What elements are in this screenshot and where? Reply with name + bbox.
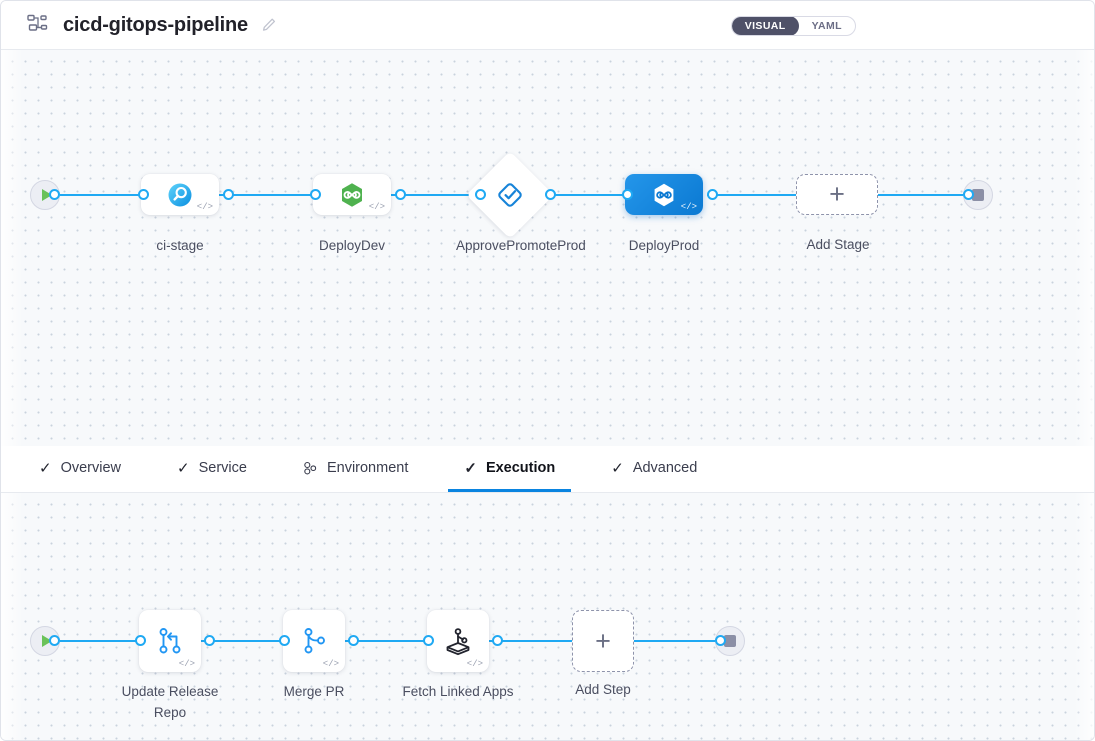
- code-badge: </>: [178, 659, 195, 669]
- connector-deployprod-out[interactable]: [707, 189, 718, 200]
- code-badge: </>: [466, 659, 483, 669]
- connector-approve-in[interactable]: [475, 189, 486, 200]
- git-merge-icon: [153, 624, 187, 658]
- add-step-button[interactable]: +: [572, 610, 634, 672]
- plus-icon: +: [829, 179, 845, 209]
- step-update-release-repo[interactable]: </>: [139, 610, 201, 672]
- page-title: cicd-gitops-pipeline: [63, 13, 248, 36]
- argo-hexagon-icon: [338, 181, 366, 209]
- step-label-update-release-repo: Update Release Repo: [121, 684, 219, 720]
- edge-start-to-update-release-repo: [53, 640, 143, 642]
- step-fetch-linked-apps[interactable]: </>: [427, 610, 489, 672]
- execution-steps-canvas[interactable]: </> Update Release Repo </> Merge PR: [1, 492, 1094, 740]
- view-mode-toggle[interactable]: VISUAL YAML: [730, 16, 856, 36]
- tab-service[interactable]: ✓ Service: [161, 447, 263, 492]
- connector-merge-pr-out[interactable]: [348, 635, 359, 646]
- add-stage-button[interactable]: +: [796, 174, 878, 215]
- edge-update-release-repo-to-merge-pr: [200, 640, 290, 642]
- connector-merge-pr-in[interactable]: [279, 635, 290, 646]
- git-branch-icon: [297, 624, 331, 658]
- tab-execution[interactable]: ✓ Execution: [448, 447, 572, 492]
- connector-ci-in[interactable]: [138, 189, 149, 200]
- tab-label: Overview: [60, 460, 122, 476]
- tab-label: Environment: [326, 460, 409, 476]
- linked-apps-cube-icon: [439, 622, 477, 660]
- step-merge-pr[interactable]: </>: [283, 610, 345, 672]
- stage-approvepromoteprod[interactable]: [466, 151, 554, 239]
- stage-deploydev[interactable]: </>: [313, 174, 391, 215]
- code-badge: </>: [368, 202, 385, 212]
- toggle-visual[interactable]: VISUAL: [731, 17, 799, 35]
- check-icon: ✓: [464, 459, 477, 477]
- plus-icon: +: [595, 625, 611, 656]
- environment-nodes-icon: [303, 461, 318, 476]
- pencil-edit-icon[interactable]: [261, 17, 277, 33]
- edge-ci-to-deploydev: [219, 194, 317, 196]
- stage-config-tabs: ✓ Overview ✓ Service Environment ✓ Execu…: [1, 446, 1094, 492]
- edge-addstep-to-end: [633, 640, 727, 642]
- connector-fetch-linked-apps-out[interactable]: [492, 635, 503, 646]
- connector-update-release-repo-out[interactable]: [204, 635, 215, 646]
- connector-deploydev-in[interactable]: [310, 189, 321, 200]
- play-icon: [41, 635, 52, 647]
- pipeline-nodes-icon: [25, 12, 51, 38]
- connector-deploydev-out[interactable]: [395, 189, 406, 200]
- add-step-label: Add Step: [575, 682, 631, 697]
- edge-fetch-linked-apps-to-addstep: [487, 640, 575, 642]
- ci-build-magnifier-icon: [166, 181, 194, 209]
- check-icon: ✓: [611, 459, 624, 477]
- toggle-yaml[interactable]: YAML: [811, 20, 842, 32]
- check-icon: ✓: [177, 459, 190, 477]
- tab-advanced[interactable]: ✓ Advanced: [595, 447, 713, 492]
- connector-update-release-repo-in[interactable]: [135, 635, 146, 646]
- stage-label-ci-stage: ci-stage: [156, 238, 204, 253]
- connector-deployprod-in[interactable]: [622, 189, 633, 200]
- stop-icon: [724, 635, 736, 647]
- stage-label-deploydev: DeployDev: [318, 238, 386, 253]
- approval-check-diamond-icon: [479, 164, 541, 226]
- code-badge: </>: [680, 202, 697, 212]
- stage-ci-stage[interactable]: </>: [141, 174, 219, 215]
- connector-approve-out[interactable]: [545, 189, 556, 200]
- code-badge: </>: [322, 659, 339, 669]
- connector-start-out[interactable]: [49, 189, 60, 200]
- connector-fetch-linked-apps-in[interactable]: [423, 635, 434, 646]
- stop-icon: [972, 189, 984, 201]
- connector-step-end-in[interactable]: [715, 635, 726, 646]
- stage-deployprod[interactable]: </>: [625, 174, 703, 215]
- connector-ci-out[interactable]: [223, 189, 234, 200]
- tab-label: Service: [198, 460, 247, 476]
- play-icon: [41, 189, 52, 201]
- stage-label-approvepromoteprod: ApprovePromoteProd: [456, 238, 586, 253]
- step-label-fetch-linked-apps: Fetch Linked Apps: [402, 684, 514, 699]
- check-icon: ✓: [39, 459, 52, 477]
- edge-start-to-ci: [53, 194, 143, 196]
- add-stage-label: Add Stage: [806, 237, 870, 252]
- stage-label-deployprod: DeployProd: [628, 238, 700, 253]
- step-label-merge-pr: Merge PR: [283, 684, 345, 699]
- edge-addstage-to-end: [873, 194, 971, 196]
- connector-end-in[interactable]: [963, 189, 974, 200]
- tab-label: Execution: [485, 460, 556, 476]
- pipeline-header: cicd-gitops-pipeline VISUAL YAML: [1, 1, 1094, 50]
- edge-deployprod-to-addstage: [707, 194, 807, 196]
- tab-environment[interactable]: Environment: [287, 447, 424, 492]
- argo-hexagon-white-icon: [650, 181, 678, 209]
- edge-merge-pr-to-fetch-linked-apps: [343, 640, 435, 642]
- code-badge: </>: [196, 202, 213, 212]
- tab-overview[interactable]: ✓ Overview: [23, 447, 137, 492]
- stage-canvas[interactable]: </> ci-stage </> DeployDev: [1, 50, 1094, 446]
- edge-approve-to-deployprod: [541, 194, 635, 196]
- tab-label: Advanced: [632, 460, 698, 476]
- edge-deploydev-to-approve: [391, 194, 483, 196]
- connector-step-start-out[interactable]: [49, 635, 60, 646]
